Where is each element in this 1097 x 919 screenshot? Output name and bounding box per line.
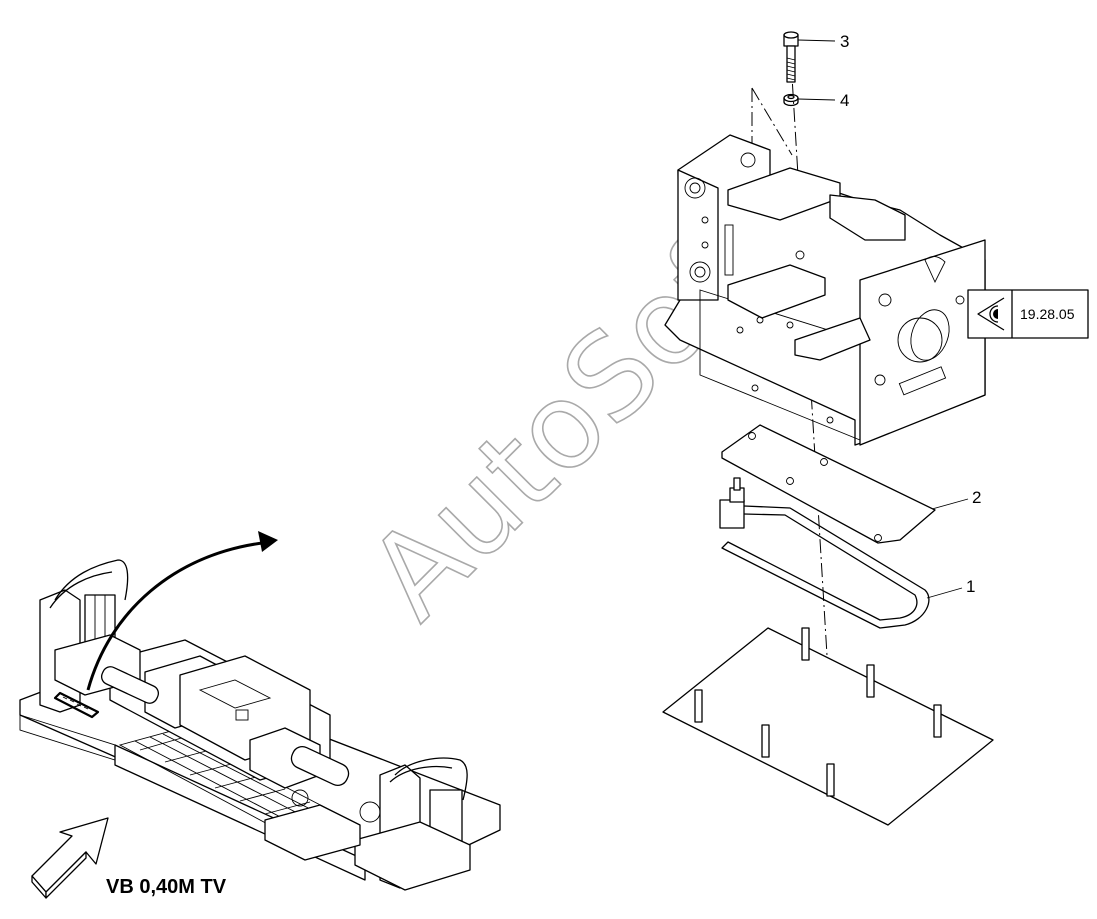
paver-overview bbox=[19, 559, 501, 891]
cover-plate-part-2 bbox=[721, 424, 936, 544]
detail-arrow bbox=[86, 531, 278, 691]
reference-number: 19.28.05 bbox=[1020, 306, 1075, 322]
callout-label-3: 3 bbox=[840, 32, 849, 51]
callout-2: 2 bbox=[931, 488, 981, 510]
view-reference-box[interactable]: 19.28.05 bbox=[967, 289, 1089, 339]
callout-3: 3 bbox=[797, 32, 849, 51]
eye-view-icon bbox=[977, 297, 1005, 331]
washer-part-4 bbox=[783, 93, 799, 107]
callout-label-2: 2 bbox=[972, 488, 981, 507]
travel-direction-arrow-icon bbox=[31, 817, 109, 899]
model-label: VB 0,40M TV bbox=[106, 876, 227, 898]
callout-label-1: 1 bbox=[966, 577, 975, 596]
callout-label-4: 4 bbox=[840, 91, 849, 110]
bolt-part-3 bbox=[783, 31, 799, 83]
housing-bracket bbox=[664, 134, 986, 446]
seal-part-1 bbox=[719, 477, 930, 629]
callout-4: 4 bbox=[797, 91, 849, 110]
base-plate-with-studs bbox=[662, 627, 994, 826]
callout-1: 1 bbox=[926, 577, 975, 599]
